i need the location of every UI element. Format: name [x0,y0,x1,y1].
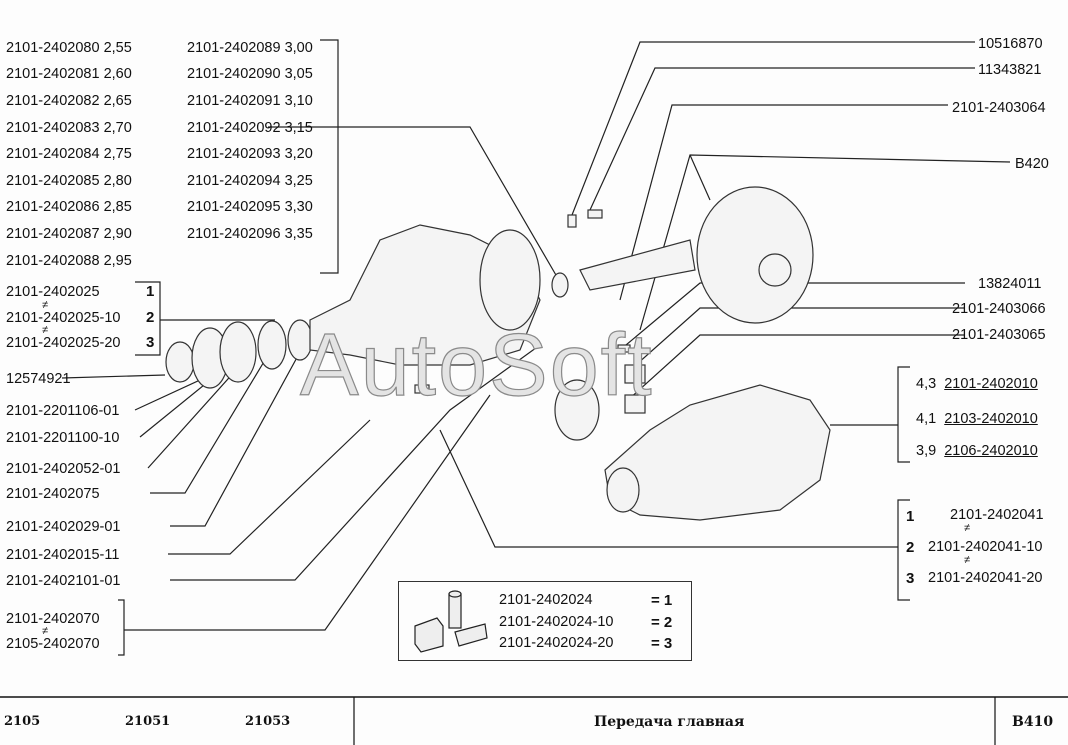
part-label[interactable]: 2101-2402092 3,15 [187,120,313,136]
part-label[interactable]: 2101-2402094 3,25 [187,173,313,189]
footer-title: Передача главная [594,714,745,730]
part-label[interactable]: 2101-2402083 2,70 [6,120,132,136]
not-equal-sign: ≠ [42,625,49,637]
footer-model: 21053 [245,714,291,729]
ratio-row[interactable]: 3,9 2106-2402010 [916,443,1038,459]
part-label[interactable]: 2101-2201100-10 [6,430,120,446]
part-label[interactable]: 2101-2402096 3,35 [187,226,313,242]
kit-eq: = 2 [651,614,673,631]
not-equal-sign: ≠ [964,522,971,534]
part-label[interactable]: 2101-2402041-20 [928,570,1043,586]
repair-kit-inset: 2101-2402024 = 1 2101-2402024-10 = 2 210… [398,581,692,661]
part-label[interactable]: 2101-2402090 3,05 [187,66,313,82]
part-label[interactable]: 2101-2402101-01 [6,573,121,589]
not-equal-sign: ≠ [42,299,49,311]
part-label[interactable]: 2101-2403066 [952,301,1046,317]
part-label[interactable]: 10516870 [978,36,1043,52]
footer-model: 2105 [4,714,41,729]
part-label[interactable]: 2101-2402095 3,30 [187,199,313,215]
ratio-row[interactable]: 4,1 2103-2402010 [916,411,1038,427]
part-label[interactable]: 2101-2402041-10 [928,539,1043,555]
not-equal-sign: ≠ [964,554,971,566]
variant-number: 2 [906,539,915,556]
part-label[interactable]: 2105-2402070 [6,636,100,652]
part-label[interactable]: 13824011 [978,276,1042,292]
part-label[interactable]: 2101-2402087 2,90 [6,226,132,242]
ratio-row[interactable]: 4,3 2101-2402010 [916,376,1038,392]
kit-eq: = 3 [651,635,673,652]
kit-part[interactable]: 2101-2402024-20 [499,635,614,651]
part-label[interactable]: 2101-2402025-20 [6,335,121,351]
watermark: AutoSoft [299,315,654,414]
footer-code: B410 [1012,714,1054,730]
part-label[interactable]: 2101-2402052-01 [6,461,121,477]
variant-number: 2 [146,309,155,326]
part-label[interactable]: 2101-2403064 [952,100,1046,116]
part-label[interactable]: B420 [1015,156,1049,172]
kit-part[interactable]: 2101-2402024 [499,592,593,608]
part-label[interactable]: 2101-2402080 2,55 [6,40,132,56]
part-label[interactable]: 2101-2402088 2,95 [6,253,132,269]
part-label[interactable]: 2101-2201106-01 [6,403,120,419]
part-label[interactable]: 2101-2402091 3,10 [187,93,313,109]
footer-model: 21051 [125,714,171,729]
part-label[interactable]: 2101-2402025 [6,284,100,300]
part-label[interactable]: 2101-2402086 2,85 [6,199,132,215]
part-label[interactable]: 2101-2402081 2,60 [6,66,132,82]
part-label[interactable]: 2101-2402029-01 [6,519,121,535]
variant-number: 3 [906,570,915,587]
variant-number: 1 [906,508,915,525]
kit-part[interactable]: 2101-2402024-10 [499,614,614,630]
not-equal-sign: ≠ [42,324,49,336]
part-label[interactable]: 2101-2402093 3,20 [187,146,313,162]
part-label[interactable]: 2101-2402075 [6,486,100,502]
part-label[interactable]: 2101-2402085 2,80 [6,173,132,189]
part-label[interactable]: 2101-2403065 [952,327,1046,343]
part-label[interactable]: 12574921 [6,371,71,387]
part-label[interactable]: 2101-2402015-11 [6,547,120,563]
part-label[interactable]: 2101-2402089 3,00 [187,40,313,56]
part-label[interactable]: 11343821 [978,62,1042,78]
kit-eq: = 1 [651,592,673,609]
repair-kit-icon [414,590,488,653]
variant-number: 3 [146,334,155,351]
part-label[interactable]: 2101-2402082 2,65 [6,93,132,109]
part-label[interactable]: 2101-2402084 2,75 [6,146,132,162]
part-label[interactable]: 2101-2402025-10 [6,310,121,326]
part-label[interactable]: 2101-2402041 [950,507,1044,523]
variant-number: 1 [146,283,155,300]
part-label[interactable]: 2101-2402070 [6,611,100,627]
